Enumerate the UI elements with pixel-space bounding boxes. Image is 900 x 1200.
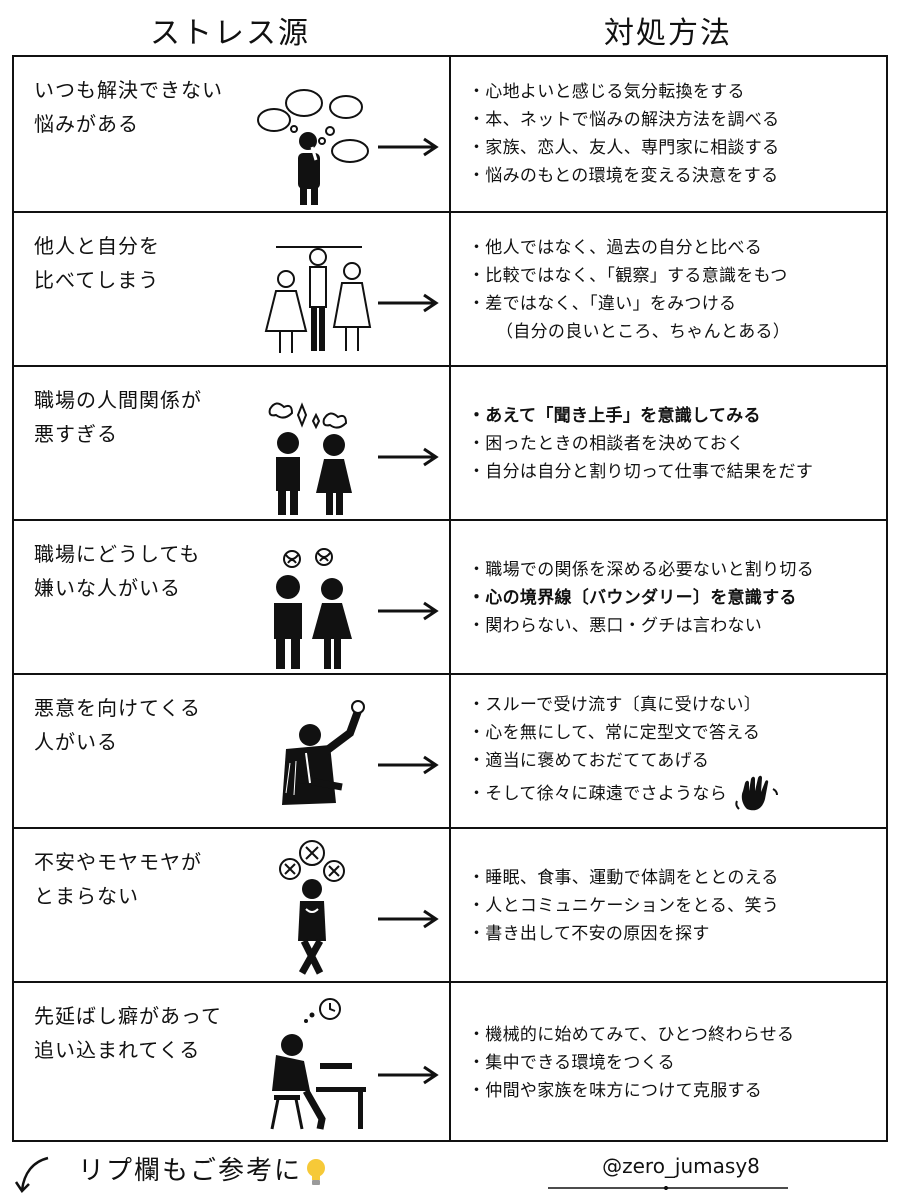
list-item: ・人とコミュニケーションをとる、笑う xyxy=(468,896,780,916)
procrastinating-worker-icon xyxy=(270,998,366,1130)
anxious-person-icon xyxy=(279,840,345,975)
list-item-text: ・そして徐々に疎遠でさようなら xyxy=(468,784,727,804)
solution-list: ・他人ではなく、過去の自分と比べる ・比較ではなく、「観察」する意識をもつ ・差… xyxy=(468,213,884,367)
list-item: ・あえて「聞き上手」を意識してみる xyxy=(468,406,761,426)
stress-source: 職場にどうしても 嫌いな人がいる xyxy=(34,542,201,600)
table-row: 職場の人間関係が 悪すぎる ・あえて「聞き上手」を意識してみる ・困ったときの相… xyxy=(14,365,886,521)
list-item: ・集中できる環境をつくる xyxy=(468,1052,675,1073)
list-item: ・仲間や家族を味方につけて克服する xyxy=(468,1080,763,1101)
right-arrow-icon xyxy=(378,1065,439,1085)
solution-list: ・スルーで受け流す〔真に受けない〕 ・心を無にして、常に定型文で答える ・適当に… xyxy=(468,675,884,829)
table-row: 不安やモヤモヤが とまらない ・睡眠、食事、運動で体調をととのえる ・人とコミュ… xyxy=(14,827,886,983)
table-row: 他人と自分を 比べてしまう ・他人ではなく、過去の自分と比べる ・比較ではなく、… xyxy=(14,211,886,367)
angry-coworkers-icon xyxy=(268,402,352,515)
stress-source: 悪意を向けてくる 人がいる xyxy=(34,696,201,754)
stress-source: 先延ばし癖があって 追い込まれてくる xyxy=(34,1004,222,1062)
solution-list: ・睡眠、食事、運動で体調をととのえる ・人とコミュニケーションをとる、笑う ・書… xyxy=(468,829,884,983)
list-item: ・職場での関係を深める必要ないと割り切る xyxy=(468,560,814,580)
frustrated-coworkers-icon xyxy=(274,548,352,669)
handle-underline xyxy=(548,1186,788,1190)
list-item: ・困ったときの相談者を決めておく xyxy=(468,434,745,454)
right-arrow-icon xyxy=(378,447,439,467)
stress-source: 他人と自分を 比べてしまう xyxy=(34,234,160,292)
table-row: 先延ばし癖があって 追い込まれてくる ・機械的に始めてみて、ひとつ終わらせる ・… xyxy=(14,981,886,1142)
right-arrow-icon xyxy=(378,909,439,929)
list-item: ・機械的に始めてみて、ひとつ終わらせる xyxy=(468,1024,795,1045)
solution-list: ・機械的に始めてみて、ひとつ終わらせる ・集中できる環境をつくる ・仲間や家族を… xyxy=(468,983,884,1142)
coping-method-title: 対処方法 xyxy=(604,16,732,51)
list-item: ・心の境界線〔バウンダリー〕を意識する xyxy=(468,588,797,608)
stress-source: いつも解決できない 悩みがある xyxy=(34,78,223,136)
list-item: ・差ではなく、「違い」をみつける xyxy=(468,294,737,314)
list-item: ・家族、恋人、友人、専門家に相談する xyxy=(468,138,780,158)
footer-text: リプ欄もご参考に xyxy=(78,1156,303,1186)
author-handle: @zero_jumasy8 xyxy=(602,1154,760,1178)
list-item: ・他人ではなく、過去の自分と比べる xyxy=(468,238,763,258)
list-item: ・睡眠、食事、運動で体調をととのえる xyxy=(468,868,779,888)
list-item-goodbye: ・そして徐々に疎遠でさようなら xyxy=(468,775,884,813)
right-arrow-icon xyxy=(378,293,439,313)
footer-note: リプ欄もご参考に xyxy=(78,1150,328,1187)
table-row: 悪意を向けてくる 人がいる ・スルーで受け流す〔真に受けない〕 ・心を無にして、… xyxy=(14,673,886,829)
header: ストレス源 対処方法 xyxy=(12,0,888,54)
right-arrow-icon xyxy=(378,601,439,621)
solution-list: ・心地よいと感じる気分転換をする ・本、ネットで悩みの解決方法を調べる ・家族、… xyxy=(468,57,884,211)
shouting-man-icon xyxy=(282,700,365,805)
thinking-person-icon xyxy=(257,89,369,205)
solution-list: ・職場での関係を深める必要ないと割り切る ・心の境界線〔バウンダリー〕を意識する… xyxy=(468,521,884,675)
curved-arrow-icon xyxy=(14,1156,49,1193)
solution-list: ・あえて「聞き上手」を意識してみる ・困ったときの相談者を決めておく ・自分は自… xyxy=(468,367,884,521)
stress-source-title: ストレス源 xyxy=(150,16,310,51)
list-item: ・本、ネットで悩みの解決方法を調べる xyxy=(468,110,780,130)
list-item: ・書き出して不安の原因を探す xyxy=(468,924,710,944)
stress-source: 職場の人間関係が 悪すぎる xyxy=(34,388,202,446)
list-item: ・比較ではなく、「観察」する意識をもつ xyxy=(468,266,788,286)
list-item: ・心を無にして、常に定型文で答える xyxy=(468,723,761,743)
list-item: ・心地よいと感じる気分転換をする xyxy=(468,82,745,102)
column-divider xyxy=(449,57,451,1140)
comparing-children-icon xyxy=(264,246,372,353)
right-arrow-icon xyxy=(378,755,439,775)
list-item: ・スルーで受け流す〔真に受けない〕 xyxy=(468,695,762,715)
right-arrow-icon xyxy=(378,137,439,157)
table-row: いつも解決できない 悩みがある ・心地よいと感じる気分転換をする ・本、ネットで… xyxy=(14,57,886,211)
light-bulb-icon xyxy=(307,1158,326,1185)
list-item: （自分の良いところ、ちゃんとある） xyxy=(496,322,791,342)
list-item: ・関わらない、悪口・グチは言わない xyxy=(468,616,763,636)
stress-table: いつも解決できない 悩みがある ・心地よいと感じる気分転換をする ・本、ネットで… xyxy=(12,55,888,1142)
table-row: 職場にどうしても 嫌いな人がいる ・職場での関係を深める必要ないと割り切る ・心… xyxy=(14,519,886,675)
stress-source: 不安やモヤモヤが とまらない xyxy=(34,850,202,908)
list-item: ・適当に褒めておだててあげる xyxy=(468,751,710,771)
waving-hand-icon xyxy=(735,775,778,811)
list-item: ・自分は自分と割り切って仕事で結果をだす xyxy=(468,462,814,482)
list-item: ・悩みのもとの環境を変える決意をする xyxy=(468,166,779,186)
